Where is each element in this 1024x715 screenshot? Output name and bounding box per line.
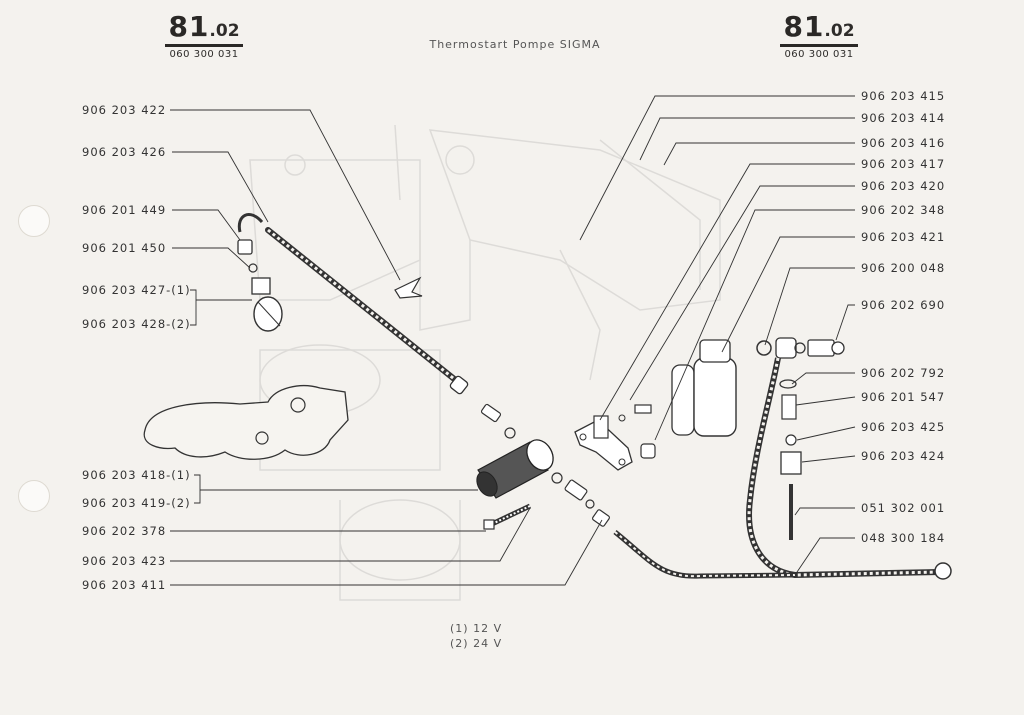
fuel-filter xyxy=(671,339,737,437)
part-label: 906 203 414 xyxy=(861,111,946,125)
part-label: 906 202 378 xyxy=(82,524,167,538)
manifold-part xyxy=(143,385,349,460)
page-ref: 060 300 031 xyxy=(169,49,239,60)
banjo-fitting xyxy=(564,479,610,527)
part-label: 906 203 423 xyxy=(82,554,167,568)
page-number-main: 81 xyxy=(783,10,825,43)
thermostart-switch xyxy=(251,277,283,332)
page-number-sub: .02 xyxy=(209,21,240,41)
spacer-part xyxy=(640,443,656,459)
part-label: 906 202 792 xyxy=(861,366,946,380)
cable-hook-end xyxy=(237,213,264,233)
page-number-main: 81 xyxy=(168,10,210,43)
part-label: 906 202 348 xyxy=(861,203,946,217)
clip-part xyxy=(394,276,423,299)
part-label: 906 203 425 xyxy=(861,420,946,434)
part-label: 906 203 420 xyxy=(861,179,946,193)
part-label: 906 203 424 xyxy=(861,449,946,463)
part-label: 906 203 421 xyxy=(861,230,946,244)
bracket-part xyxy=(574,415,633,471)
part-label: 906 200 048 xyxy=(861,261,946,275)
part-label: 906 203 411 xyxy=(82,578,167,592)
page-number-sub: .02 xyxy=(824,21,855,41)
solenoid-valve xyxy=(476,439,554,499)
part-label: 906 203 422 xyxy=(82,103,167,117)
part-label: 906 203 428-(2) xyxy=(82,317,191,331)
part-label: 906 203 427-(1) xyxy=(82,283,191,297)
union-424 xyxy=(780,451,802,475)
part-label: 906 203 415 xyxy=(861,89,946,103)
part-label: 906 203 416 xyxy=(861,136,946,150)
part-label: 906 201 449 xyxy=(82,203,167,217)
part-label: 906 201 547 xyxy=(861,390,946,404)
part-label: 906 203 426 xyxy=(82,145,167,159)
bolt-378 xyxy=(483,503,532,530)
leader-lines-left xyxy=(170,109,603,586)
cable-end-nut xyxy=(449,375,469,395)
part-label: 906 203 418-(1) xyxy=(82,468,191,482)
part-label: 906 203 419-(2) xyxy=(82,496,191,510)
footnote-24v: (2) 24 V xyxy=(450,637,503,650)
footnote-12v: (1) 12 V xyxy=(450,622,503,635)
page-ref: 060 300 031 xyxy=(784,49,854,60)
bolt-small xyxy=(618,404,652,422)
page-number-right: 81.02 060 300 031 xyxy=(780,10,858,60)
part-label: 906 202 690 xyxy=(861,298,946,312)
washer-450 xyxy=(248,263,258,273)
part-label: 906 203 417 xyxy=(861,157,946,171)
page-number-left: 81.02 060 300 031 xyxy=(165,10,243,60)
fitting-small xyxy=(480,403,516,439)
union-547 xyxy=(781,394,797,420)
part-label: 906 201 450 xyxy=(82,241,167,255)
binder-hole-top xyxy=(18,205,50,237)
part-label: 048 300 184 xyxy=(861,531,946,545)
part-label: 051 302 001 xyxy=(861,501,946,515)
leader-lines-right xyxy=(579,95,856,576)
nut-449 xyxy=(237,239,253,255)
diagram-title: Thermostart Pompe SIGMA xyxy=(429,38,601,51)
binder-hole-bottom xyxy=(18,480,50,512)
banjo-bolt-group xyxy=(756,337,845,359)
